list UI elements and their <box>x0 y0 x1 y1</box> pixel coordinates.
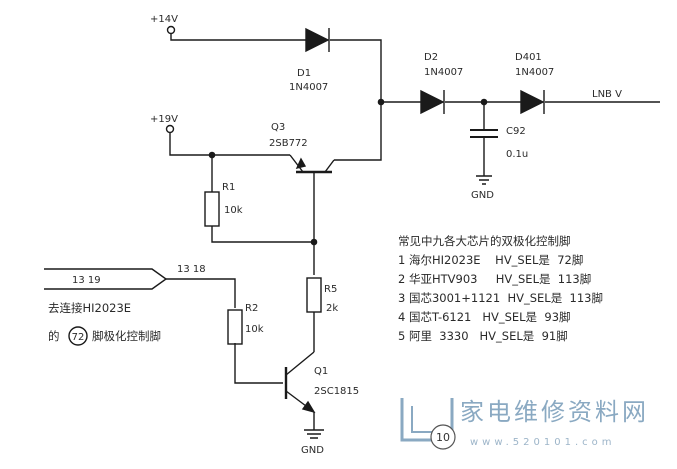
wires <box>165 25 660 439</box>
note-line2-post: 脚极化控制脚 <box>92 329 161 343</box>
note-circled-number: 72 <box>72 332 85 343</box>
label-lnb: LNB V <box>592 89 622 100</box>
connector-tag <box>44 268 168 290</box>
v14-terminal <box>166 25 176 35</box>
label-q3-part: 2SB772 <box>269 138 308 149</box>
label-r1-val: 10k <box>224 205 243 216</box>
transistor-q3 <box>289 154 335 190</box>
label-d2-part: 1N4007 <box>424 67 463 78</box>
label-gnd-q1: GND <box>301 445 324 456</box>
circled-pin-marker <box>68 326 88 346</box>
label-r2-ref: R2 <box>245 303 258 314</box>
label-r5-ref: R5 <box>324 284 337 295</box>
table-row: 3 国芯3001+1121 HV_SEL是 113脚 <box>398 291 603 305</box>
label-d401-ref: D401 <box>515 52 542 63</box>
wire-d1-out <box>330 39 382 102</box>
capacitor-c92 <box>470 129 498 138</box>
label-q3-ref: Q3 <box>271 122 285 133</box>
junctions <box>208 98 488 246</box>
table-row: 5 阿里 3330 HV_SEL是 91脚 <box>398 329 568 343</box>
label-v14: +14V <box>150 14 178 25</box>
resistor-r2 <box>227 309 243 345</box>
junction-dot <box>208 151 216 159</box>
label-d2-ref: D2 <box>424 52 438 63</box>
watermark-logo-icon <box>400 398 454 442</box>
label-r2-val: 10k <box>245 324 264 335</box>
label-d401-part: 1N4007 <box>515 67 554 78</box>
label-v19: +19V <box>150 114 178 125</box>
watermark: 家电维修资料网 www.520101.com 10 <box>400 398 649 450</box>
chip-reference-table: 常见中九各大芯片的双极化控制脚 1 海尔HI2023E HV_SEL是 72脚 … <box>398 234 603 343</box>
label-r5-val: 2k <box>326 303 338 314</box>
label-c92-val: 0.1u <box>506 149 528 160</box>
table-title: 常见中九各大芯片的双极化控制脚 <box>398 234 571 248</box>
label-c92-ref: C92 <box>506 126 526 137</box>
label-conn-out: 13 18 <box>177 264 206 275</box>
label-d1-ref: D1 <box>297 68 311 79</box>
gnd-c92 <box>476 175 492 185</box>
wire-q3-emitter <box>334 102 382 161</box>
wire-ctrl <box>166 278 236 308</box>
resistor-r5 <box>306 277 322 313</box>
diode-d2 <box>420 89 445 115</box>
resistor-r1 <box>204 191 220 227</box>
label-r1-ref: R1 <box>222 182 235 193</box>
watermark-text: 家电维修资料网 <box>460 398 649 426</box>
note-line2-pre: 的 <box>48 329 60 343</box>
label-q1-part: 2SC1815 <box>314 386 359 397</box>
connector-note: 去连接HI2023E 的 72 脚极化控制脚 <box>48 301 161 346</box>
label-gnd-c92: GND <box>471 190 494 201</box>
table-row: 2 华亚HTV903 HV_SEL是 113脚 <box>398 272 591 286</box>
label-q1-ref: Q1 <box>314 366 328 377</box>
wire-r2-q1 <box>234 343 283 384</box>
note-line1: 去连接HI2023E <box>48 301 131 315</box>
page-number-badge <box>430 424 456 450</box>
gnd-q1 <box>304 429 324 439</box>
component-labels: +14V D1 1N4007 D2 1N4007 D401 1N4007 LNB… <box>72 14 622 456</box>
transistor-q1 <box>284 351 316 414</box>
watermark-url: www.520101.com <box>470 437 616 448</box>
v19-terminal <box>165 124 175 134</box>
table-row: 1 海尔HI2023E HV_SEL是 72脚 <box>398 253 583 267</box>
table-row: 4 国芯T-6121 HV_SEL是 93脚 <box>398 310 571 324</box>
label-conn-in: 13 19 <box>72 275 101 286</box>
junction-dot <box>480 98 488 106</box>
label-d1-part: 1N4007 <box>289 82 328 93</box>
junction-dot <box>377 98 385 106</box>
wire-v14 <box>170 34 306 41</box>
wire-r1-bottom <box>211 226 314 243</box>
wire-v19 <box>169 133 290 156</box>
page-number: 10 <box>436 431 450 444</box>
diode-d1 <box>305 27 330 53</box>
junction-dot <box>310 238 318 246</box>
diode-d401 <box>520 89 545 115</box>
